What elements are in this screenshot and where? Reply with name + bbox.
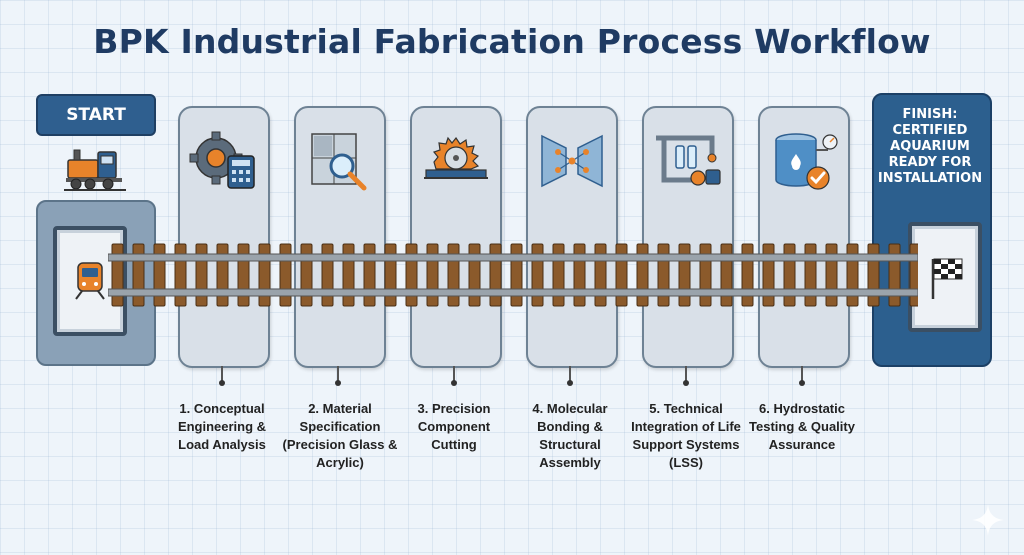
step-4-label: 4. Molecular Bonding & Structural Assemb… <box>532 401 608 470</box>
railroad-tie <box>699 243 712 307</box>
railroad-tie <box>573 243 586 307</box>
step-6-connector <box>801 366 803 384</box>
train-icon <box>75 262 105 300</box>
railroad-tie <box>216 243 229 307</box>
railroad-tie <box>909 243 918 307</box>
step-5-card <box>642 106 734 368</box>
railroad-tie <box>174 243 187 307</box>
railroad-tie <box>468 243 481 307</box>
railroad-tie <box>678 243 691 307</box>
step-6-card <box>758 106 850 368</box>
railroad-tie <box>615 243 628 307</box>
step-2-card <box>294 106 386 368</box>
railroad-tie <box>405 243 418 307</box>
step-4-connector <box>569 366 571 384</box>
step-2-connector <box>337 366 339 384</box>
tank-check-icon <box>775 133 838 190</box>
railroad-tie <box>111 243 124 307</box>
railroad-tie <box>195 243 208 307</box>
railroad-tie <box>867 243 880 307</box>
railroad-tie <box>300 243 313 307</box>
step-1-card <box>178 106 270 368</box>
railroad-tie <box>825 243 838 307</box>
railroad-ties <box>111 243 918 307</box>
magnifier-glass-icon <box>311 133 367 191</box>
step-5-label: 5. Technical Integration of Life Support… <box>631 401 741 470</box>
railroad-tie <box>510 243 523 307</box>
railroad-tie <box>762 243 775 307</box>
finish-label: FINISH: CERTIFIED AQUARIUM READY FOR INS… <box>877 107 983 186</box>
railroad-tie <box>741 243 754 307</box>
railroad-tie <box>342 243 355 307</box>
railroad-tie <box>153 243 166 307</box>
circular-saw-icon <box>424 136 488 179</box>
railroad-tie <box>846 243 859 307</box>
step-3-card <box>410 106 502 368</box>
sparkle-icon <box>972 504 1004 536</box>
railroad-tie <box>594 243 607 307</box>
step-3-connector <box>453 366 455 384</box>
step-2-dot <box>335 380 341 386</box>
railroad-tie <box>321 243 334 307</box>
step-5-dot <box>683 380 689 386</box>
railroad-tie <box>363 243 376 307</box>
start-label: START <box>36 94 156 136</box>
step-1-connector <box>221 366 223 384</box>
step-6-label: 6. Hydrostatic Testing & Quality Assuran… <box>749 401 855 452</box>
railroad-tie <box>783 243 796 307</box>
checkered-flag-icon <box>931 258 963 299</box>
railroad-tie <box>489 243 502 307</box>
railroad-tie <box>552 243 565 307</box>
railroad-tie <box>258 243 271 307</box>
bonding-panels-icon <box>541 134 603 188</box>
railroad-tie <box>720 243 733 307</box>
railroad-tie <box>531 243 544 307</box>
step-3-label: 3. Precision Component Cutting <box>417 401 491 452</box>
gear-calculator-icon <box>189 131 255 189</box>
railroad-tie <box>426 243 439 307</box>
step-1-label: 1. Conceptual Engineering & Load Analysi… <box>177 401 267 452</box>
railroad-tie <box>657 243 670 307</box>
page-title: BPK Industrial Fabrication Process Workf… <box>93 22 931 61</box>
railroad-tie <box>804 243 817 307</box>
railroad-tie <box>132 243 145 307</box>
locomotive-icon <box>64 149 126 191</box>
pipes-pump-icon <box>656 135 721 186</box>
railroad-tie <box>447 243 460 307</box>
railroad-tie <box>237 243 250 307</box>
railroad-tie <box>384 243 397 307</box>
finish-station-window <box>908 222 982 332</box>
railroad-tie <box>636 243 649 307</box>
step-4-dot <box>567 380 573 386</box>
railroad-tie <box>279 243 292 307</box>
railroad-track <box>108 243 918 307</box>
step-2-label: 2. Material Specification (Precision Gla… <box>282 401 398 470</box>
railroad-tie <box>888 243 901 307</box>
step-5-connector <box>685 366 687 384</box>
step-1-dot <box>219 380 225 386</box>
step-6-dot <box>799 380 805 386</box>
step-4-card <box>526 106 618 368</box>
step-3-dot <box>451 380 457 386</box>
